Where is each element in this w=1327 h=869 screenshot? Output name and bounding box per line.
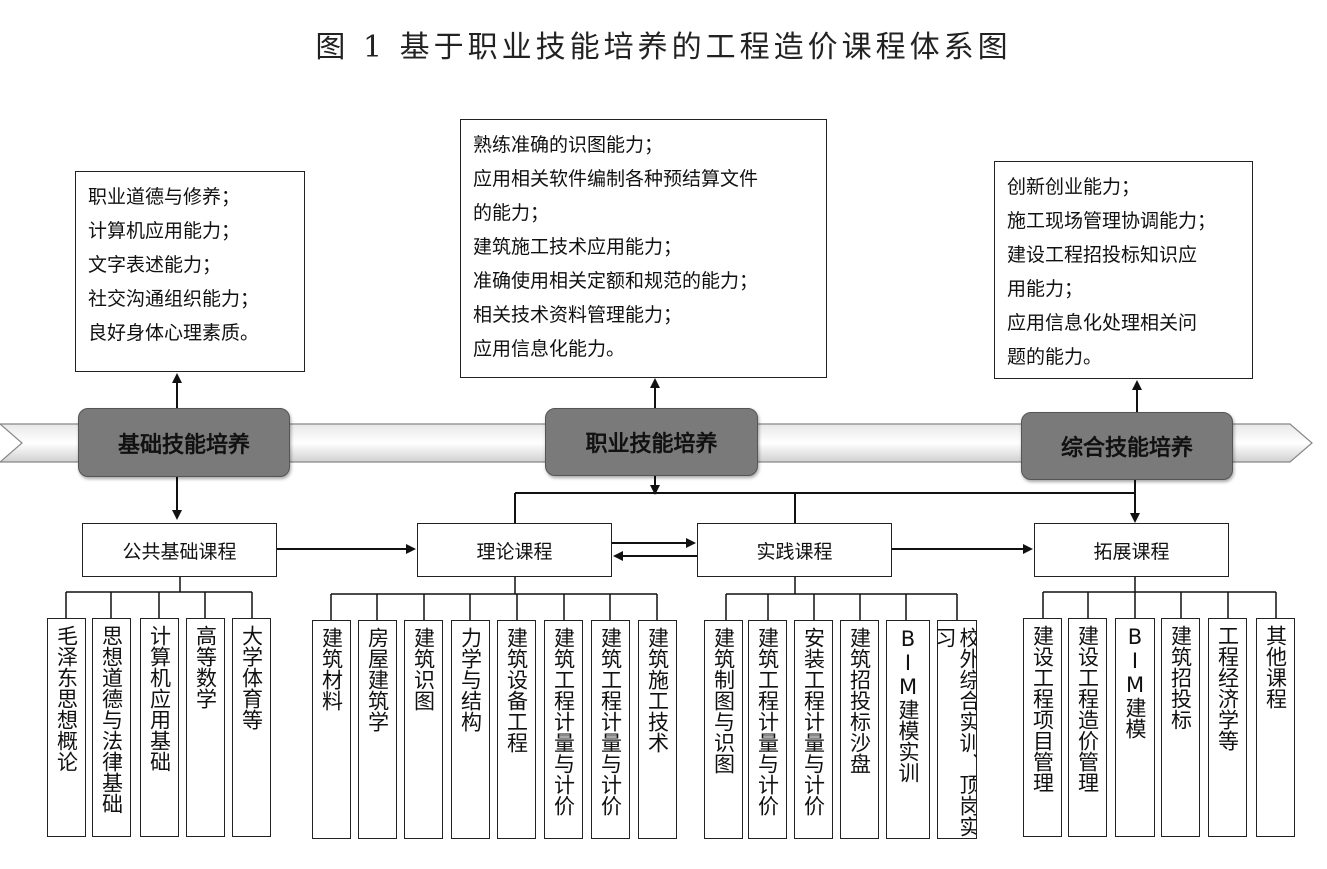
ability-item: 社交沟通组织能力； <box>88 288 260 310</box>
comprehensive-abilities-box: 创新创业能力； 施工现场管理协调能力； 建设工程招投标知识应 用能力； 应用信息… <box>994 161 1253 379</box>
course-box: 校外综合实训、顶岗实习 <box>937 620 977 839</box>
course-box: 安装工程计量与计价 <box>794 620 833 839</box>
course-box: BIM建模实训 <box>886 620 930 839</box>
course-box: 力学与结构 <box>451 620 490 839</box>
course-box: 建设工程项目管理 <box>1023 618 1062 837</box>
course-box: 高等数学 <box>186 618 225 837</box>
category-extension: 拓展课程 <box>1034 523 1229 577</box>
category-theory: 理论课程 <box>417 523 612 577</box>
ability-item: 建筑施工技术应用能力； <box>473 236 683 258</box>
category-practice: 实践课程 <box>697 523 892 577</box>
course-box: 工程经济学等 <box>1208 618 1247 837</box>
course-box: 建筑招投标沙盘 <box>840 620 879 839</box>
ability-item: 准确使用相关定额和规范的能力； <box>473 270 759 292</box>
course-box: 建筑工程计量与计价 <box>748 620 787 839</box>
course-box: 计算机应用基础 <box>140 618 179 837</box>
course-box: 建筑工程计量与计价 <box>591 620 630 839</box>
course-box: 其他课程 <box>1256 618 1295 837</box>
ability-item: 建设工程招投标知识应 <box>1007 244 1198 266</box>
ability-item: 文字表述能力； <box>88 254 222 276</box>
course-box: 毛泽东思想概论 <box>47 618 86 837</box>
course-box: 建筑材料 <box>312 620 351 839</box>
ability-item: 题的能力。 <box>1007 346 1103 368</box>
ability-item: 应用相关软件编制各种预结算文件 <box>473 168 759 190</box>
stage-professional: 职业技能培养 <box>545 408 758 476</box>
course-box: 建筑识图 <box>404 620 443 839</box>
ability-item: 用能力； <box>1007 278 1084 300</box>
course-box: 建设工程造价管理 <box>1068 618 1107 837</box>
stage-basic: 基础技能培养 <box>78 408 290 477</box>
course-box: 建筑招投标 <box>1161 618 1200 837</box>
course-box: 房屋建筑学 <box>358 620 397 839</box>
course-box: 建筑制图与识图 <box>704 620 743 839</box>
ability-item: 相关技术资料管理能力； <box>473 304 683 326</box>
ability-item: 职业道德与修养； <box>88 186 241 208</box>
course-box: 大学体育等 <box>232 618 271 837</box>
course-box: BIM建模 <box>1115 618 1155 837</box>
professional-abilities-box: 熟练准确的识图能力； 应用相关软件编制各种预结算文件 的能力； 建筑施工技术应用… <box>460 119 827 378</box>
course-box: 思想道德与法律基础 <box>92 618 131 837</box>
ability-item: 创新创业能力； <box>1007 176 1141 198</box>
ability-item: 计算机应用能力； <box>88 220 241 242</box>
category-public: 公共基础课程 <box>82 523 277 577</box>
ability-item: 应用信息化处理相关问 <box>1007 312 1198 334</box>
ability-item: 的能力； <box>473 202 550 224</box>
course-box: 建筑施工技术 <box>638 620 677 839</box>
ability-item: 施工现场管理协调能力； <box>1007 210 1217 232</box>
ability-item: 良好身体心理素质。 <box>88 322 260 344</box>
figure-title: 图 1 基于职业技能培养的工程造价课程体系图 <box>315 30 1012 65</box>
basic-abilities-box: 职业道德与修养； 计算机应用能力； 文字表述能力； 社交沟通组织能力； 良好身体… <box>75 171 305 372</box>
course-box: 建筑工程计量与计价 <box>544 620 583 839</box>
ability-item: 熟练准确的识图能力； <box>473 134 664 156</box>
ability-item: 应用信息化能力。 <box>473 338 626 360</box>
stage-comprehensive: 综合技能培养 <box>1021 412 1233 480</box>
course-box: 建筑设备工程 <box>497 620 536 839</box>
